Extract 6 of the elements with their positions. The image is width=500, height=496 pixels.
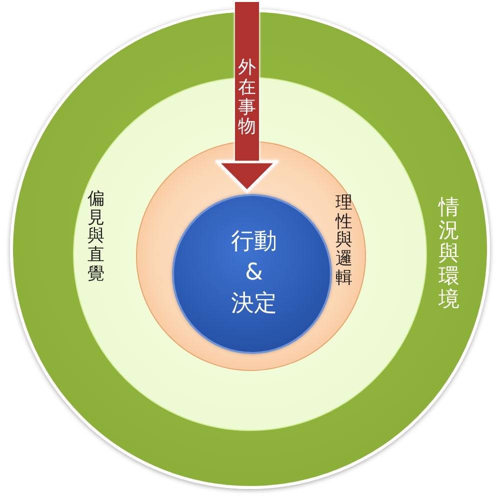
center-label: 行動 & 決定 xyxy=(230,227,278,319)
arrow xyxy=(216,2,278,192)
ring-label: 理性與邏輯 xyxy=(336,194,352,288)
ring-label: 情況與環境 xyxy=(438,196,460,312)
ring-label: 偏見與直覺 xyxy=(88,190,104,284)
edge-label: 外在事物 xyxy=(238,58,256,138)
